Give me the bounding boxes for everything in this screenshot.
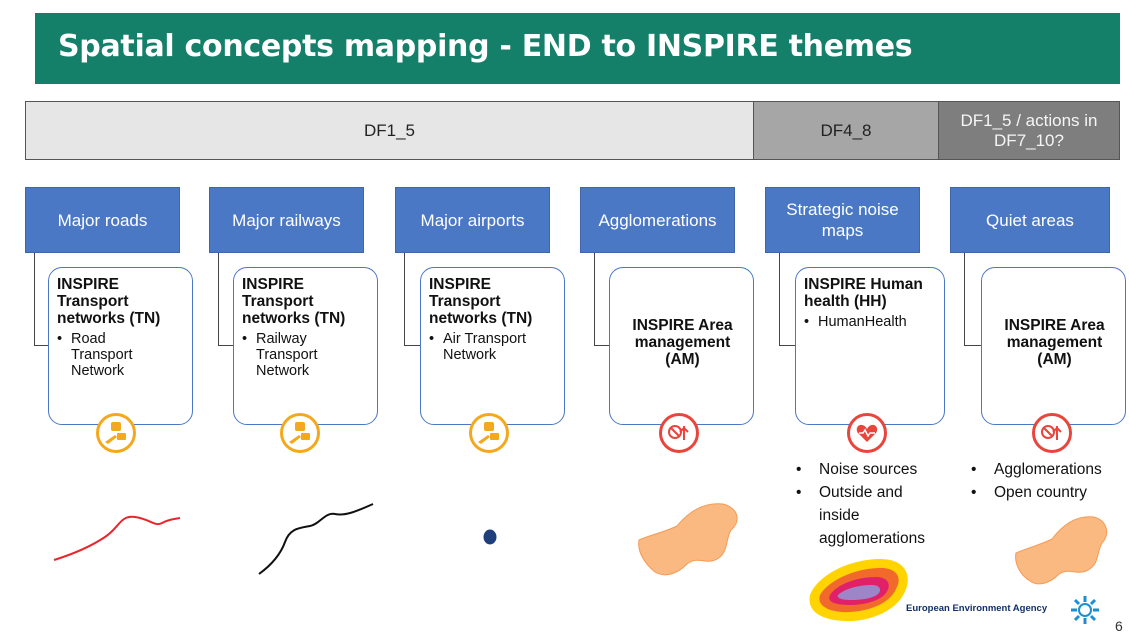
category-major-railways: Major railways bbox=[209, 187, 364, 253]
band-df1-5: DF1_5 bbox=[25, 101, 754, 160]
theme-title: INSPIRE Area management (AM) bbox=[632, 317, 733, 368]
eea-logo-icon bbox=[1071, 596, 1099, 624]
note-item: Agglomerations bbox=[968, 458, 1128, 481]
theme-item: Railway Transport Network bbox=[242, 331, 351, 379]
theme-list: Air Transport Network bbox=[429, 331, 564, 363]
theme-box-quiet-areas: INSPIRE Area management (AM) bbox=[981, 267, 1126, 425]
theme-box-agglomerations: INSPIRE Area management (AM) bbox=[609, 267, 754, 425]
band-df1-5-actions: DF1_5 / actions in DF7_10? bbox=[938, 101, 1120, 160]
theme-item: Road Transport Network bbox=[57, 331, 166, 379]
note-item: Open country bbox=[968, 481, 1128, 504]
theme-list: Road Transport Network bbox=[57, 331, 192, 379]
connector bbox=[404, 253, 427, 346]
connector bbox=[594, 253, 617, 346]
point-geometry bbox=[483, 529, 497, 545]
theme-title: INSPIRE Transport networks (TN) bbox=[429, 276, 533, 327]
band-df1-5-actions-label: DF1_5 / actions in DF7_10? bbox=[960, 110, 1098, 150]
human-health-icon bbox=[847, 413, 887, 453]
theme-title: INSPIRE Area management (AM) bbox=[1004, 317, 1105, 368]
theme-list: HumanHealth bbox=[804, 314, 944, 330]
transport-icon bbox=[280, 413, 320, 453]
theme-item: Air Transport Network bbox=[429, 331, 563, 363]
area-management-icon bbox=[659, 413, 699, 453]
theme-box-major-roads: INSPIRE Transport networks (TN) Road Tra… bbox=[48, 267, 193, 425]
theme-title: INSPIRE Human health (HH) bbox=[804, 276, 923, 310]
red-line-geometry bbox=[53, 515, 181, 561]
area-management-icon bbox=[1032, 413, 1072, 453]
note-item: Outside and inside agglomerations bbox=[793, 481, 929, 550]
polygon-geometry bbox=[638, 503, 738, 576]
category-label: Strategic noise maps bbox=[786, 200, 899, 240]
theme-title: INSPIRE Transport networks (TN) bbox=[242, 276, 346, 327]
category-major-roads: Major roads bbox=[25, 187, 180, 253]
agency-name: European Environment Agency bbox=[906, 603, 1048, 614]
connector bbox=[218, 253, 241, 346]
theme-box-strategic-noise-maps: INSPIRE Human health (HH) HumanHealth bbox=[795, 267, 945, 425]
transport-icon bbox=[469, 413, 509, 453]
page-number: 6 bbox=[1115, 618, 1123, 634]
polygon-geometry bbox=[1015, 516, 1108, 585]
theme-item: HumanHealth bbox=[804, 314, 944, 330]
band-df4-8: DF4_8 bbox=[753, 101, 939, 160]
connector bbox=[34, 253, 57, 346]
title-bar bbox=[35, 13, 1120, 84]
theme-title: INSPIRE Transport networks (TN) bbox=[57, 276, 161, 327]
noise-notes-list: Noise sources Outside and inside agglome… bbox=[793, 458, 963, 550]
theme-box-major-railways: INSPIRE Transport networks (TN) Railway … bbox=[233, 267, 378, 425]
note-item: Noise sources bbox=[793, 458, 963, 481]
noise-contour-geometry bbox=[809, 558, 908, 622]
theme-list: Railway Transport Network bbox=[242, 331, 377, 379]
black-line-geometry bbox=[258, 503, 374, 575]
connector bbox=[964, 253, 987, 346]
connector bbox=[779, 253, 802, 346]
category-quiet-areas: Quiet areas bbox=[950, 187, 1110, 253]
category-major-airports: Major airports bbox=[395, 187, 550, 253]
slide-title: Spatial concepts mapping - END to INSPIR… bbox=[58, 29, 913, 64]
transport-icon bbox=[96, 413, 136, 453]
category-agglomerations: Agglomerations bbox=[580, 187, 735, 253]
category-strategic-noise-maps: Strategic noise maps bbox=[765, 187, 920, 253]
theme-box-major-airports: INSPIRE Transport networks (TN) Air Tran… bbox=[420, 267, 565, 425]
quiet-areas-notes-list: Agglomerations Open country bbox=[968, 458, 1128, 504]
